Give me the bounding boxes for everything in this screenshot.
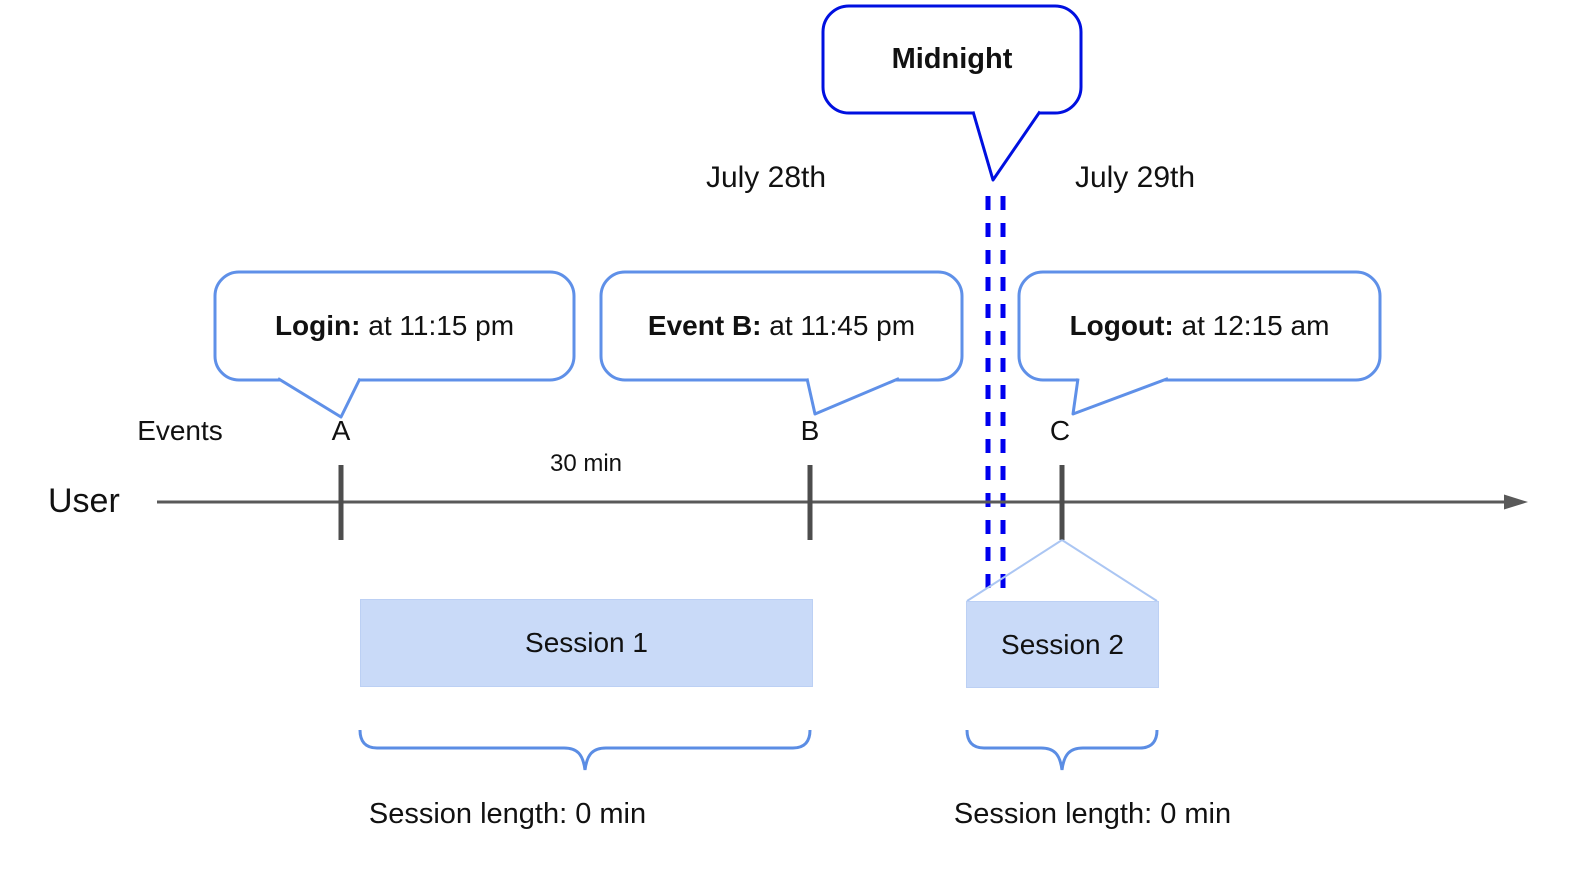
events-row-label: Events [137,415,223,446]
logout-callout-title: Logout: [1069,310,1174,341]
session1-brace [358,729,812,771]
user-axis-label: User [48,482,120,520]
session2-brace [965,729,1159,771]
event-b-callout-detail: at 11:45 pm [769,310,916,341]
midnight-dashed-line [985,196,1006,588]
event-marker-c: C [1049,415,1071,446]
timeline-axis [157,494,1528,510]
login-callout-shape [213,270,576,419]
session2-connector [966,539,1158,602]
logout-callout-shape [1017,270,1382,416]
interval-label: 30 min [549,450,623,477]
timeline-arrowhead [1504,494,1528,510]
date-label-july-28: July 28th [705,161,827,194]
login-callout-detail: at 11:15 pm [368,310,515,341]
event-b-callout-text: Event B: at 11:45 pm [601,272,962,380]
login-callout-text: Login: at 11:15 pm [215,272,574,380]
event-marker-a: A [331,415,351,446]
session2-label: Session 2 [1001,628,1124,660]
session1-box: Session 1 [360,599,813,687]
event-ticks [338,465,1065,540]
date-label-july-29: July 29th [1074,161,1196,194]
session2-length-label: Session length: 0 min [953,798,1232,830]
midnight-callout-label: Midnight [891,43,1013,75]
login-callout-title: Login: [274,310,361,341]
midnight-callout-shape [821,4,1083,182]
session2-box: Session 2 [966,601,1159,688]
event-b-callout-shape [599,270,964,416]
session1-length-label: Session length: 0 min [368,798,647,830]
event-b-callout-title: Event B: [647,310,762,341]
session1-label: Session 1 [525,627,648,658]
logout-callout-text: Logout: at 12:15 am [1019,272,1380,380]
event-marker-b: B [800,415,820,446]
logout-callout-detail: at 12:15 am [1181,310,1330,341]
